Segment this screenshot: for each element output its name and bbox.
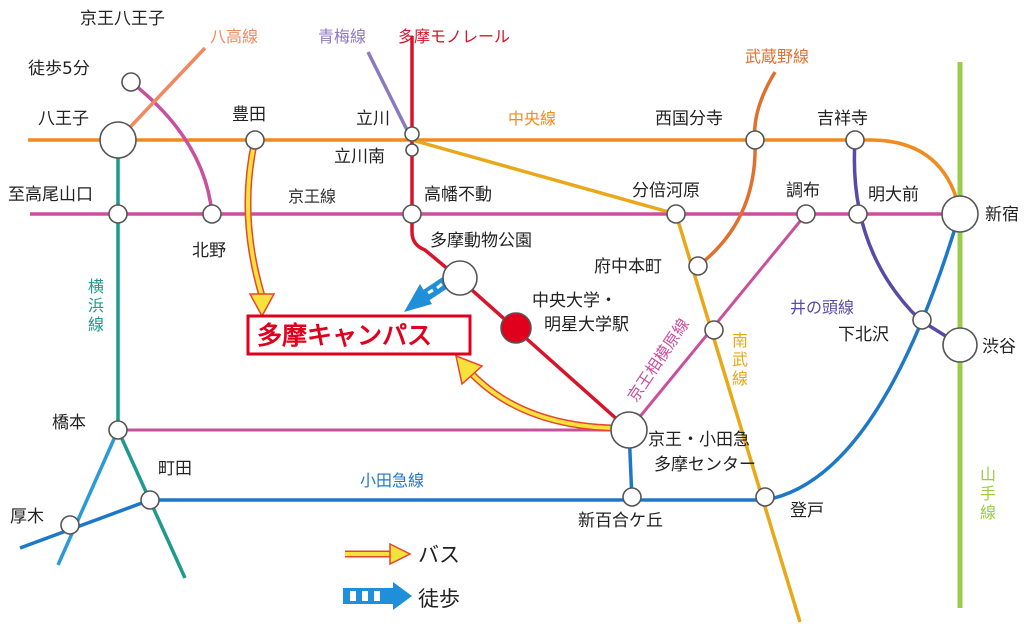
walk-route [404,277,450,312]
station-kichijoji [845,130,865,150]
label-takaosanguchi: 至高尾山口 [8,185,93,205]
station-meidaimae [848,204,868,224]
legend-walk-label: 徒歩 [418,587,460,611]
campus-label: 多摩キャンパス [257,321,432,350]
legend-bus-icon [345,542,412,566]
label-fuchuhonmachi: 府中本町 [594,257,662,277]
station-takahatafudo [402,204,422,224]
station-shimokitazawa [912,310,932,330]
label-tachikawa-minami: 立川南 [334,147,385,167]
line-label-chuo: 中央線 [508,109,556,128]
line-label-hachiko: 八高線 [210,27,258,46]
line-label-musashino: 武蔵野線 [745,47,809,66]
label-shibuya: 渋谷 [982,337,1016,357]
station-hashimoto [108,420,128,440]
label-machida: 町田 [158,459,192,479]
line-label-ome: 青梅線 [318,27,366,46]
station-kitano [202,204,222,224]
station-bubaigawara [666,204,686,224]
musashino-line [696,71,777,268]
station-noborito [755,487,775,507]
label-hashimoto: 橋本 [52,413,86,433]
label-shinyurigaoka: 新百合ケ丘 [578,511,663,531]
station-shinyurigaoka [622,487,642,507]
station-takaosanguchi [108,204,128,224]
label-takahatafudo: 高幡不動 [424,185,492,205]
station-fuchuhonmachi [688,256,708,276]
ome-line [366,51,414,141]
label-toyoda: 豊田 [232,105,266,125]
label-hachioji: 八王子 [38,109,89,129]
line-label-monorail: 多摩モノレール [398,27,510,46]
line-label-nambu: 南武線 [732,331,748,388]
label-kitano: 北野 [192,241,226,261]
label-shinjuku: 新宿 [985,205,1019,225]
station-sagamihara-mid [704,320,724,340]
label-toho5: 徒歩5分 [28,59,90,79]
legend-walk-icon [343,582,412,610]
label-nishikokubunji: 西国分寺 [655,109,723,129]
station-shibuya [942,327,978,363]
label-keio-hachioji: 京王八王子 [80,9,165,29]
line-label-keio: 京王線 [288,187,336,206]
label-chofu: 調布 [786,181,820,201]
station-toyoda [245,130,265,150]
monorail-line [410,36,631,432]
label-tama-center-1: 京王・小田急 [648,430,750,450]
label-shimokitazawa: 下北沢 [838,325,889,345]
odakyu-line [19,211,962,550]
chuo-line [28,138,962,213]
bus-route-toyoda [244,139,276,318]
label-tama-zoo: 多摩動物公園 [430,231,532,251]
station-tama-center [610,411,648,449]
hachiko-line [116,46,207,142]
line-label-sagamihara: 京王相模原線 [624,315,693,405]
legend: バス 徒歩 [343,542,460,611]
label-kichijoji: 吉祥寺 [817,109,868,129]
station-tachikawa-minami [405,143,419,157]
label-chuo-univ-2: 明星大学駅 [544,315,629,335]
sagami-line [56,429,120,566]
station-chofu [796,204,816,224]
label-meidaimae: 明大前 [868,185,919,205]
label-noborito: 登戸 [790,501,824,521]
station-tachikawa [404,126,420,142]
campus-box: 多摩キャンパス [246,314,472,356]
station-atsugi [60,515,80,535]
line-label-yamanote: 山手線 [980,465,996,522]
label-tachikawa: 立川 [356,109,390,129]
yokohama-line [116,140,187,579]
line-label-yokohama: 横浜線 [88,277,104,334]
label-bubaigawara: 分倍河原 [632,181,700,201]
station-nishikokubunji [745,130,765,150]
bus-route-tama-center [454,354,613,432]
keio-hachioji-branch [129,80,214,215]
label-atsugi: 厚木 [10,507,44,527]
station-shinjuku [941,195,979,233]
label-tama-center-2: 多摩センター [654,455,756,475]
station-machida [140,490,160,510]
station-chuo-univ [500,312,532,344]
station-hachioji [99,121,137,159]
legend-bus-label: バス [418,543,460,567]
inokashira-line [852,139,961,347]
station-keio-hachioji [121,72,141,92]
line-label-inokashira: 井の頭線 [790,298,854,317]
station-tama-zoo [442,260,478,296]
label-chuo-univ-1: 中央大学・ [532,291,617,311]
line-label-odakyu: 小田急線 [360,471,424,490]
